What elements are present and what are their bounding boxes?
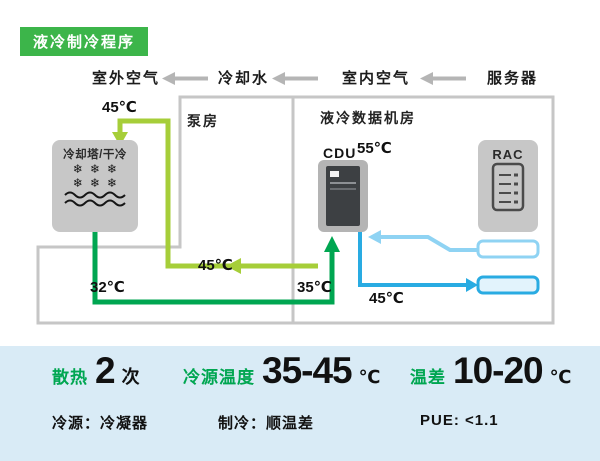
data-room-label: 液冷数据机房	[320, 110, 416, 126]
cdu-unit	[318, 160, 368, 232]
footnote-pue: PUE: <1.1	[420, 412, 499, 429]
arrowhead-up-icon	[324, 236, 340, 252]
cooling-tower-unit: 冷却塔/干冷 ❄❄❄ ❄❄❄	[52, 140, 138, 232]
rac-label: RAC	[492, 147, 524, 162]
title-badge: 液冷制冷程序	[20, 27, 149, 56]
cdu-cabinet	[326, 166, 360, 226]
stat-value: 2	[95, 350, 116, 391]
cdu-vent-stripe	[330, 182, 356, 184]
stat-value: 10-20	[453, 350, 544, 391]
pipe-warm-return	[117, 118, 318, 269]
stat-temp-diff: 温差 10-20 ℃	[410, 350, 571, 392]
pipe-rack-supply	[358, 231, 470, 287]
stat-unit: ℃	[549, 367, 572, 387]
cdu-vent-stripe	[330, 188, 356, 190]
temp-rack-return: 55℃	[357, 140, 392, 157]
stat-source-temp: 冷源温度 35-45 ℃	[183, 350, 380, 392]
cooling-tower-label: 冷却塔/干冷	[63, 149, 127, 161]
snowflake-icons: ❄❄❄	[72, 176, 125, 190]
temp-loop-return: 45℃	[198, 257, 233, 274]
snowflake-icons: ❄❄❄	[72, 162, 125, 176]
stats-panel	[0, 346, 600, 461]
left-arrow-icon	[420, 72, 466, 85]
left-arrow-icon	[162, 72, 208, 85]
flow-label-outdoor-air: 室外空气	[92, 70, 161, 87]
stat-label: 冷源温度	[183, 368, 255, 387]
temp-cdu-supply: 35℃	[297, 279, 332, 296]
heat-exchanger-bar-top	[476, 239, 540, 259]
pipe-rack-return	[380, 235, 478, 252]
arrowhead-right-icon	[466, 278, 478, 292]
temp-tower-outlet: 32℃	[90, 279, 125, 296]
heat-exchanger-bar-bottom	[476, 275, 540, 295]
arrowhead-left-icon	[368, 230, 381, 244]
cdu-indicator	[330, 171, 339, 177]
footnote-cold-source: 冷源：冷凝器	[52, 415, 149, 432]
stat-label: 温差	[410, 368, 446, 387]
flow-label-indoor-air: 室内空气	[342, 70, 411, 87]
stat-heat-cycles: 散热 2 次	[52, 350, 140, 392]
left-arrow-icon	[272, 72, 318, 85]
stat-label: 散热	[52, 368, 88, 387]
temp-tower-inlet: 45℃	[102, 99, 137, 116]
stat-unit: 次	[121, 367, 140, 387]
footnote-cooling: 制冷：顺温差	[218, 415, 315, 432]
cdu-label: CDU	[323, 145, 357, 161]
water-waves-icon	[64, 191, 126, 207]
temp-rack-supply: 45℃	[369, 290, 404, 307]
flow-label-server: 服务器	[487, 70, 539, 87]
rac-unit: RAC	[478, 140, 538, 232]
server-rack-icon	[491, 162, 525, 212]
pump-room-label: 泵房	[187, 113, 219, 129]
stat-unit: ℃	[358, 367, 381, 387]
flow-label-cooling-water: 冷却水	[218, 70, 270, 87]
stat-value: 35-45	[262, 350, 353, 391]
